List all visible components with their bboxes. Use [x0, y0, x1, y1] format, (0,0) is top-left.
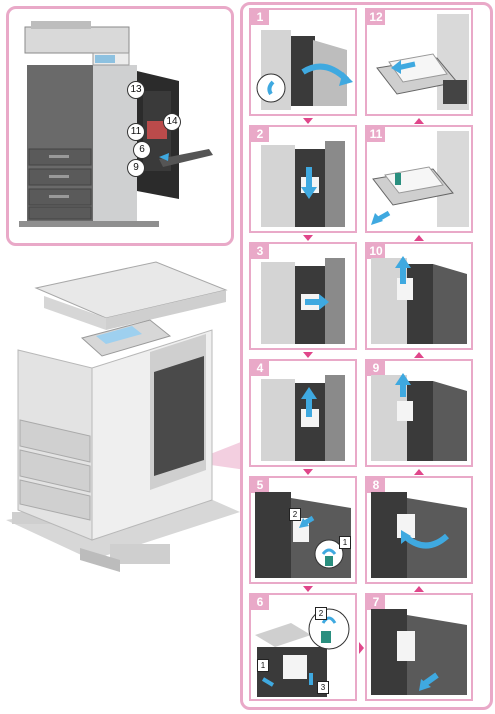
- step-12-illustration: [376, 14, 469, 110]
- callout-14: 14: [163, 113, 181, 131]
- step-number: 11: [367, 127, 385, 142]
- step-2-panel: 2: [249, 125, 357, 233]
- step-6-panel: 6 2 1 3: [249, 593, 357, 701]
- step-number: 9: [367, 361, 385, 376]
- step-2-illustration: [261, 141, 345, 227]
- sub-step-label: 1: [339, 536, 351, 549]
- sub-step-label: 2: [289, 508, 301, 521]
- step-10-illustration: [371, 256, 467, 344]
- step-1-panel: 1: [249, 8, 357, 116]
- step-3-panel: 3: [249, 242, 357, 350]
- step-number: 6: [251, 595, 269, 610]
- step-12-panel: 12: [365, 8, 473, 116]
- step-4-illustration: [261, 375, 345, 461]
- callout-13: 13: [127, 81, 145, 99]
- overview-machine-illustration: [19, 21, 213, 227]
- step-number: 2: [251, 127, 269, 142]
- step-number: 8: [367, 478, 385, 493]
- step-1-illustration: [256, 30, 353, 110]
- pointer-wedge: [190, 440, 246, 470]
- step-number: 1: [251, 10, 269, 25]
- step-11-panel: 11: [365, 125, 473, 233]
- step-7-panel: 7: [365, 593, 473, 701]
- step-number: 5: [251, 478, 269, 493]
- step-number: 4: [251, 361, 269, 376]
- step-9-illustration: [371, 373, 467, 461]
- callout-9: 9: [127, 159, 145, 177]
- step-7-illustration: [371, 609, 467, 695]
- sub-step-label: 2: [315, 607, 327, 620]
- step-10-panel: 10: [365, 242, 473, 350]
- step-3-illustration: [261, 258, 345, 344]
- step-8-illustration: [371, 492, 467, 578]
- step-8-panel: 8: [365, 476, 473, 584]
- step-number: 7: [367, 595, 385, 610]
- step-number: 3: [251, 244, 269, 259]
- step-9-panel: 9: [365, 359, 473, 467]
- sub-step-label: 1: [257, 659, 269, 672]
- step-number: 10: [367, 244, 385, 259]
- step-11-illustration: [371, 131, 469, 227]
- step-5-illustration: [255, 492, 351, 578]
- overview-frame: 13 14 11 6 9: [6, 6, 234, 246]
- sub-step-label: 3: [317, 681, 329, 694]
- step-4-panel: 4: [249, 359, 357, 467]
- callout-11: 11: [127, 123, 145, 141]
- step-6-illustration: [255, 608, 350, 697]
- step-5-panel: 5 2 1: [249, 476, 357, 584]
- procedure-frame: [240, 2, 493, 710]
- step-number: 12: [367, 10, 385, 25]
- callout-6: 6: [133, 141, 151, 159]
